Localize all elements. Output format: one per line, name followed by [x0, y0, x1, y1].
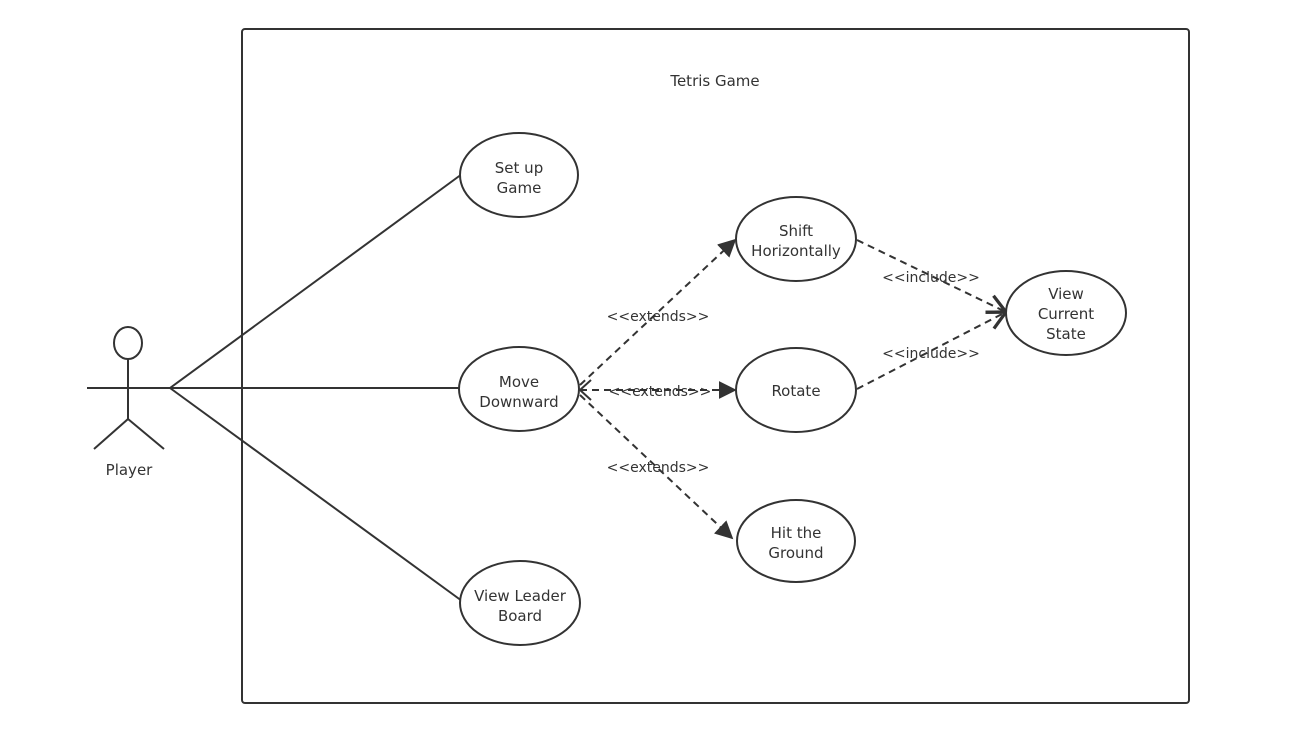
use-case-view-current-state[interactable]: View Current State: [1005, 270, 1127, 356]
system-boundary: [241, 28, 1190, 704]
include-arrow-shift: [856, 239, 1006, 312]
actor-label: Player: [106, 461, 154, 479]
actor-head: [113, 326, 143, 360]
use-case-label: View Leader: [474, 587, 567, 605]
use-case-label: Downward: [479, 393, 558, 411]
use-case-label: Current: [1038, 305, 1094, 323]
extends-label-rotate: <<extends>>: [609, 384, 712, 400]
use-case-label: State: [1046, 325, 1086, 343]
extends-origin-chevron: [578, 379, 592, 401]
extends-label-hit: <<extends>>: [607, 460, 710, 476]
system-title: Tetris Game: [669, 72, 759, 90]
association-setup: [169, 173, 463, 389]
extends-label-shift: <<extends>>: [607, 309, 710, 325]
association-leader: [169, 387, 463, 602]
use-case-label: Rotate: [771, 382, 820, 400]
use-case-label: View: [1048, 285, 1084, 303]
actor-left-leg: [93, 418, 129, 450]
use-case-rotate[interactable]: Rotate: [735, 347, 857, 433]
include-label-shift: <<include>>: [882, 270, 980, 286]
use-case-ellipse: [735, 196, 857, 282]
extends-arrow-hit: [579, 394, 734, 540]
use-case-ellipse: [735, 347, 857, 433]
include-arrow-rotate: [856, 312, 1006, 390]
use-case-label: Ground: [768, 544, 823, 562]
use-case-ellipse: [459, 560, 581, 646]
use-case-ellipse: [459, 132, 579, 218]
include-label-rotate: <<include>>: [882, 346, 980, 362]
use-case-label: Game: [497, 179, 542, 197]
use-case-label: Hit the: [771, 524, 822, 542]
actor-right-leg: [127, 418, 165, 450]
use-case-label: Board: [498, 607, 542, 625]
use-case-ellipse: [1005, 270, 1127, 356]
actor-player[interactable]: Player: [87, 326, 170, 479]
use-case-hit-the-ground[interactable]: Hit the Ground: [736, 499, 856, 583]
use-case-label: Move: [499, 373, 539, 391]
use-case-setup-game[interactable]: Set up Game: [459, 132, 579, 218]
use-case-move-downward[interactable]: Move Downward: [458, 346, 580, 432]
use-case-view-leader-board[interactable]: View Leader Board: [459, 560, 581, 646]
use-case-label: Set up: [495, 159, 543, 177]
use-case-ellipse: [736, 499, 856, 583]
use-case-label: Shift: [779, 222, 813, 240]
use-case-label: Horizontally: [751, 242, 841, 260]
use-case-ellipse: [458, 346, 580, 432]
use-case-shift-horizontally[interactable]: Shift Horizontally: [735, 196, 857, 282]
